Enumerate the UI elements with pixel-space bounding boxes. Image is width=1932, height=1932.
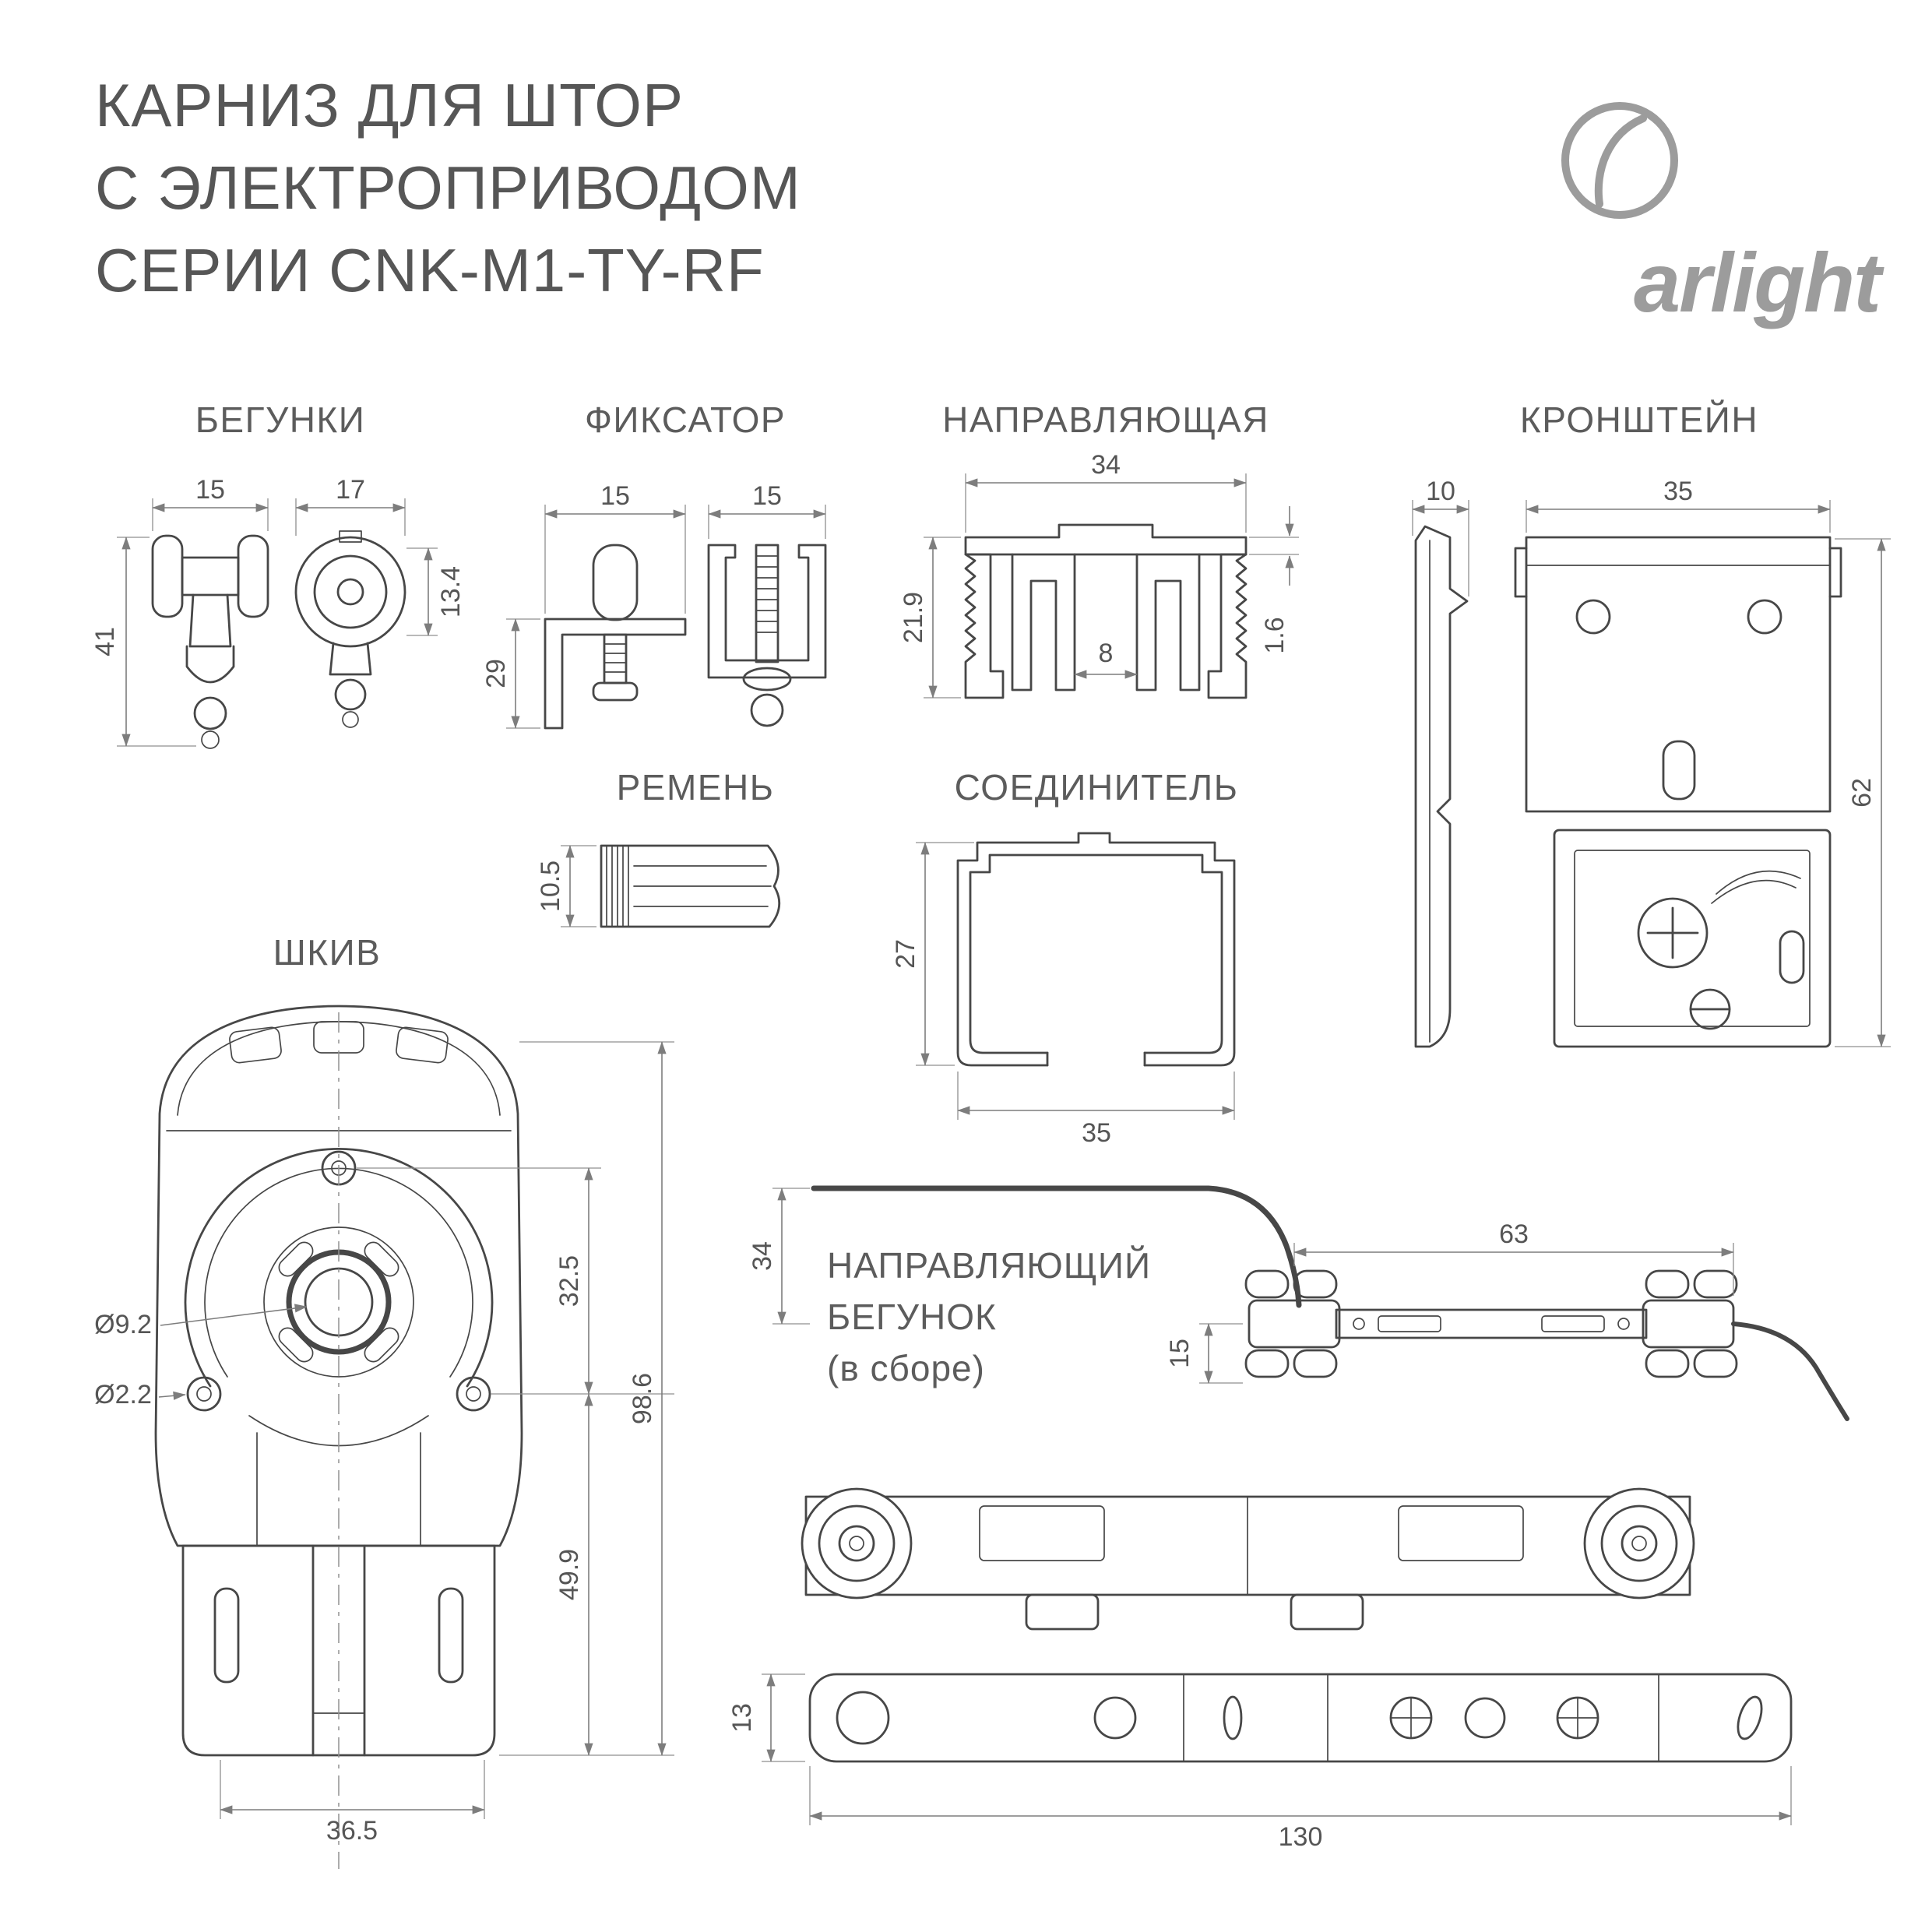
section-label-pulley: ШКИВ <box>273 932 382 973</box>
arlight-logo-icon <box>1561 102 1678 219</box>
pulley-dim-lower-height: 49.9 <box>554 1549 584 1600</box>
page-title-line3: СЕРИИ CNK-M1-TY-RF <box>95 236 765 304</box>
runners-dim-roller: 13.4 <box>436 566 466 618</box>
section-label-guide-runner: НАПРАВЛЯЮЩИЙ БЕГУНОК (в сборе) <box>827 1245 1152 1388</box>
page-title-line2: С ЭЛЕКТРОПРИВОДОМ <box>95 153 801 222</box>
runners-dim-width-right: 17 <box>336 475 365 505</box>
guide-runner-dim-offset: 15 <box>1165 1339 1195 1368</box>
pulley-dim-screw-span: 32.5 <box>554 1255 584 1307</box>
guide-runner-drawing: 63 34 15 <box>727 1185 1849 1852</box>
guide-runner-dim-arm-drop: 34 <box>748 1241 777 1271</box>
section-label-bracket: КРОНШТЕЙН <box>1519 399 1759 440</box>
rail-dim-height: 21.9 <box>899 592 928 643</box>
fixator-drawing: 15 29 15 <box>481 481 827 730</box>
fixator-dim-height: 29 <box>481 659 511 688</box>
guide-runner-dim-bar-height: 13 <box>727 1703 757 1733</box>
page-title-line1: КАРНИЗ ДЛЯ ШТОР <box>95 71 684 139</box>
bracket-dim-height: 62 <box>1847 778 1877 808</box>
page-title: КАРНИЗ ДЛЯ ШТОР С ЭЛЕКТРОПРИВОДОМ СЕРИИ … <box>95 64 801 311</box>
pulley-dim-total-height: 98.6 <box>628 1373 657 1424</box>
connector-dim-height: 27 <box>891 939 920 969</box>
belt-dim-height: 10.5 <box>536 860 565 912</box>
runners-dim-width-left: 15 <box>195 475 225 505</box>
bracket-dim-width: 35 <box>1663 477 1693 506</box>
rail-dim-slot: 8 <box>1099 639 1114 668</box>
fixator-dim-width-right: 15 <box>752 481 782 511</box>
section-label-connector: СОЕДИНИТЕЛЬ <box>954 767 1239 808</box>
guide-runner-dim-bar-length: 130 <box>1279 1822 1323 1852</box>
rail-dim-width: 34 <box>1091 450 1121 480</box>
pulley-drawing: 32.5 49.9 98.6 Ø9.2 Ø2.2 36.5 <box>94 1005 674 1869</box>
connector-drawing: 27 35 <box>891 832 1236 1148</box>
connector-dim-width: 35 <box>1082 1118 1111 1148</box>
section-label-runners: БЕГУНКИ <box>195 399 366 440</box>
pulley-dim-feet-span: 36.5 <box>326 1816 378 1846</box>
bracket-dim-depth: 10 <box>1426 477 1455 506</box>
rail-dim-wall: 1.6 <box>1260 617 1290 653</box>
guide-runner-dim-length-top: 63 <box>1499 1219 1529 1249</box>
runners-drawing: 15 41 17 13.4 <box>90 475 466 749</box>
belt-drawing: 10.5 <box>536 844 781 928</box>
runners-dim-height: 41 <box>90 627 120 656</box>
section-label-rail: НАПРАВЛЯЮЩАЯ <box>942 399 1269 440</box>
section-label-fixator: ФИКСАТОР <box>584 399 787 440</box>
pulley-dim-hub-dia: Ø9.2 <box>94 1310 152 1339</box>
rail-drawing: 34 21.9 1.6 8 <box>899 450 1299 699</box>
pulley-dim-screw-dia: Ø2.2 <box>94 1380 152 1409</box>
bracket-drawing: 10 35 <box>1412 477 1891 1048</box>
section-label-belt: РЕМЕНЬ <box>616 767 775 808</box>
fixator-dim-width-left: 15 <box>600 481 630 511</box>
arlight-logo-text: arlight <box>1634 235 1881 329</box>
